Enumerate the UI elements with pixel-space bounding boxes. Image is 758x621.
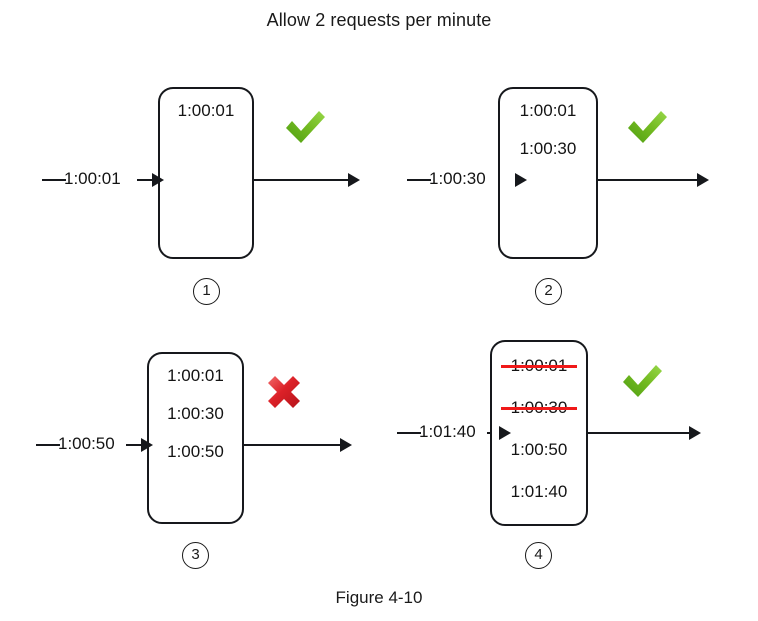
request-log-entries: 1:00:01 1:00:30 bbox=[500, 101, 596, 159]
step-panel-1: 1:00:01 1:00:01 1 bbox=[0, 58, 379, 326]
outgoing-arrowhead-icon bbox=[697, 173, 709, 187]
outgoing-arrowhead-icon bbox=[340, 438, 352, 452]
log-entry: 1:00:01 bbox=[167, 366, 224, 385]
step-number-badge: 3 bbox=[182, 542, 209, 569]
step-panel-4: 1:01:40 1:00:01 1:00:30 1:00:50 1:01:40 … bbox=[379, 322, 758, 590]
figure-title: Allow 2 requests per minute bbox=[266, 10, 492, 30]
step-panel-3: 1:00:50 1:00:01 1:00:30 1:00:50 3 bbox=[0, 322, 379, 590]
check-icon bbox=[624, 106, 670, 150]
incoming-arrowhead-icon bbox=[499, 426, 511, 440]
outgoing-arrow-line bbox=[597, 179, 700, 181]
incoming-request-label: 1:00:30 bbox=[429, 169, 486, 188]
figure-caption: Figure 4-10 bbox=[335, 588, 423, 607]
incoming-arrowhead-icon bbox=[141, 438, 153, 452]
log-entry: 1:00:01 bbox=[177, 101, 235, 120]
outgoing-arrow-line bbox=[253, 179, 351, 181]
log-entry: 1:00:50 bbox=[167, 442, 224, 461]
incoming-request-label: 1:00:50 bbox=[58, 434, 115, 453]
log-entry: 1:00:01 bbox=[519, 101, 577, 120]
incoming-arrow-stub bbox=[36, 444, 60, 446]
incoming-arrow-stub bbox=[407, 179, 431, 181]
incoming-request-label: 1:00:01 bbox=[64, 169, 121, 188]
request-log-box: 1:00:01 bbox=[158, 87, 254, 259]
incoming-arrowhead-icon bbox=[515, 173, 527, 187]
step-number-badge: 4 bbox=[525, 542, 552, 569]
request-log-box: 1:00:01 1:00:30 bbox=[498, 87, 598, 259]
incoming-arrow-tail bbox=[137, 179, 155, 181]
log-entry: 1:00:30 bbox=[519, 139, 577, 158]
log-entry-expired: 1:00:01 bbox=[500, 356, 578, 376]
incoming-arrow-stub bbox=[42, 179, 66, 181]
request-log-box: 1:00:01 1:00:30 1:00:50 bbox=[147, 352, 244, 524]
incoming-arrow-stub bbox=[397, 432, 421, 434]
request-log-entries: 1:00:01 1:00:30 1:00:50 1:01:40 bbox=[492, 356, 586, 502]
incoming-arrow-tail bbox=[126, 444, 144, 446]
outgoing-arrow-line bbox=[243, 444, 343, 446]
incoming-arrowhead-icon bbox=[152, 173, 164, 187]
log-entry: 1:01:40 bbox=[510, 482, 568, 501]
outgoing-arrow-line bbox=[587, 432, 692, 434]
request-log-entries: 1:00:01 1:00:30 1:00:50 bbox=[149, 366, 242, 462]
step-panel-2: 1:00:30 1:00:01 1:00:30 2 bbox=[379, 58, 758, 326]
outgoing-arrowhead-icon bbox=[348, 173, 360, 187]
log-entry-expired: 1:00:30 bbox=[500, 398, 578, 418]
log-entry: 1:00:30 bbox=[167, 404, 224, 423]
step-number-badge: 2 bbox=[535, 278, 562, 305]
outgoing-arrowhead-icon bbox=[689, 426, 701, 440]
log-entry: 1:00:50 bbox=[510, 440, 568, 459]
check-icon bbox=[619, 360, 665, 404]
check-icon bbox=[282, 106, 328, 150]
request-log-box: 1:00:01 1:00:30 1:00:50 1:01:40 bbox=[490, 340, 588, 526]
request-log-entries: 1:00:01 bbox=[160, 101, 252, 121]
cross-icon bbox=[264, 372, 304, 412]
incoming-request-label: 1:01:40 bbox=[419, 422, 476, 441]
step-number-badge: 1 bbox=[193, 278, 220, 305]
